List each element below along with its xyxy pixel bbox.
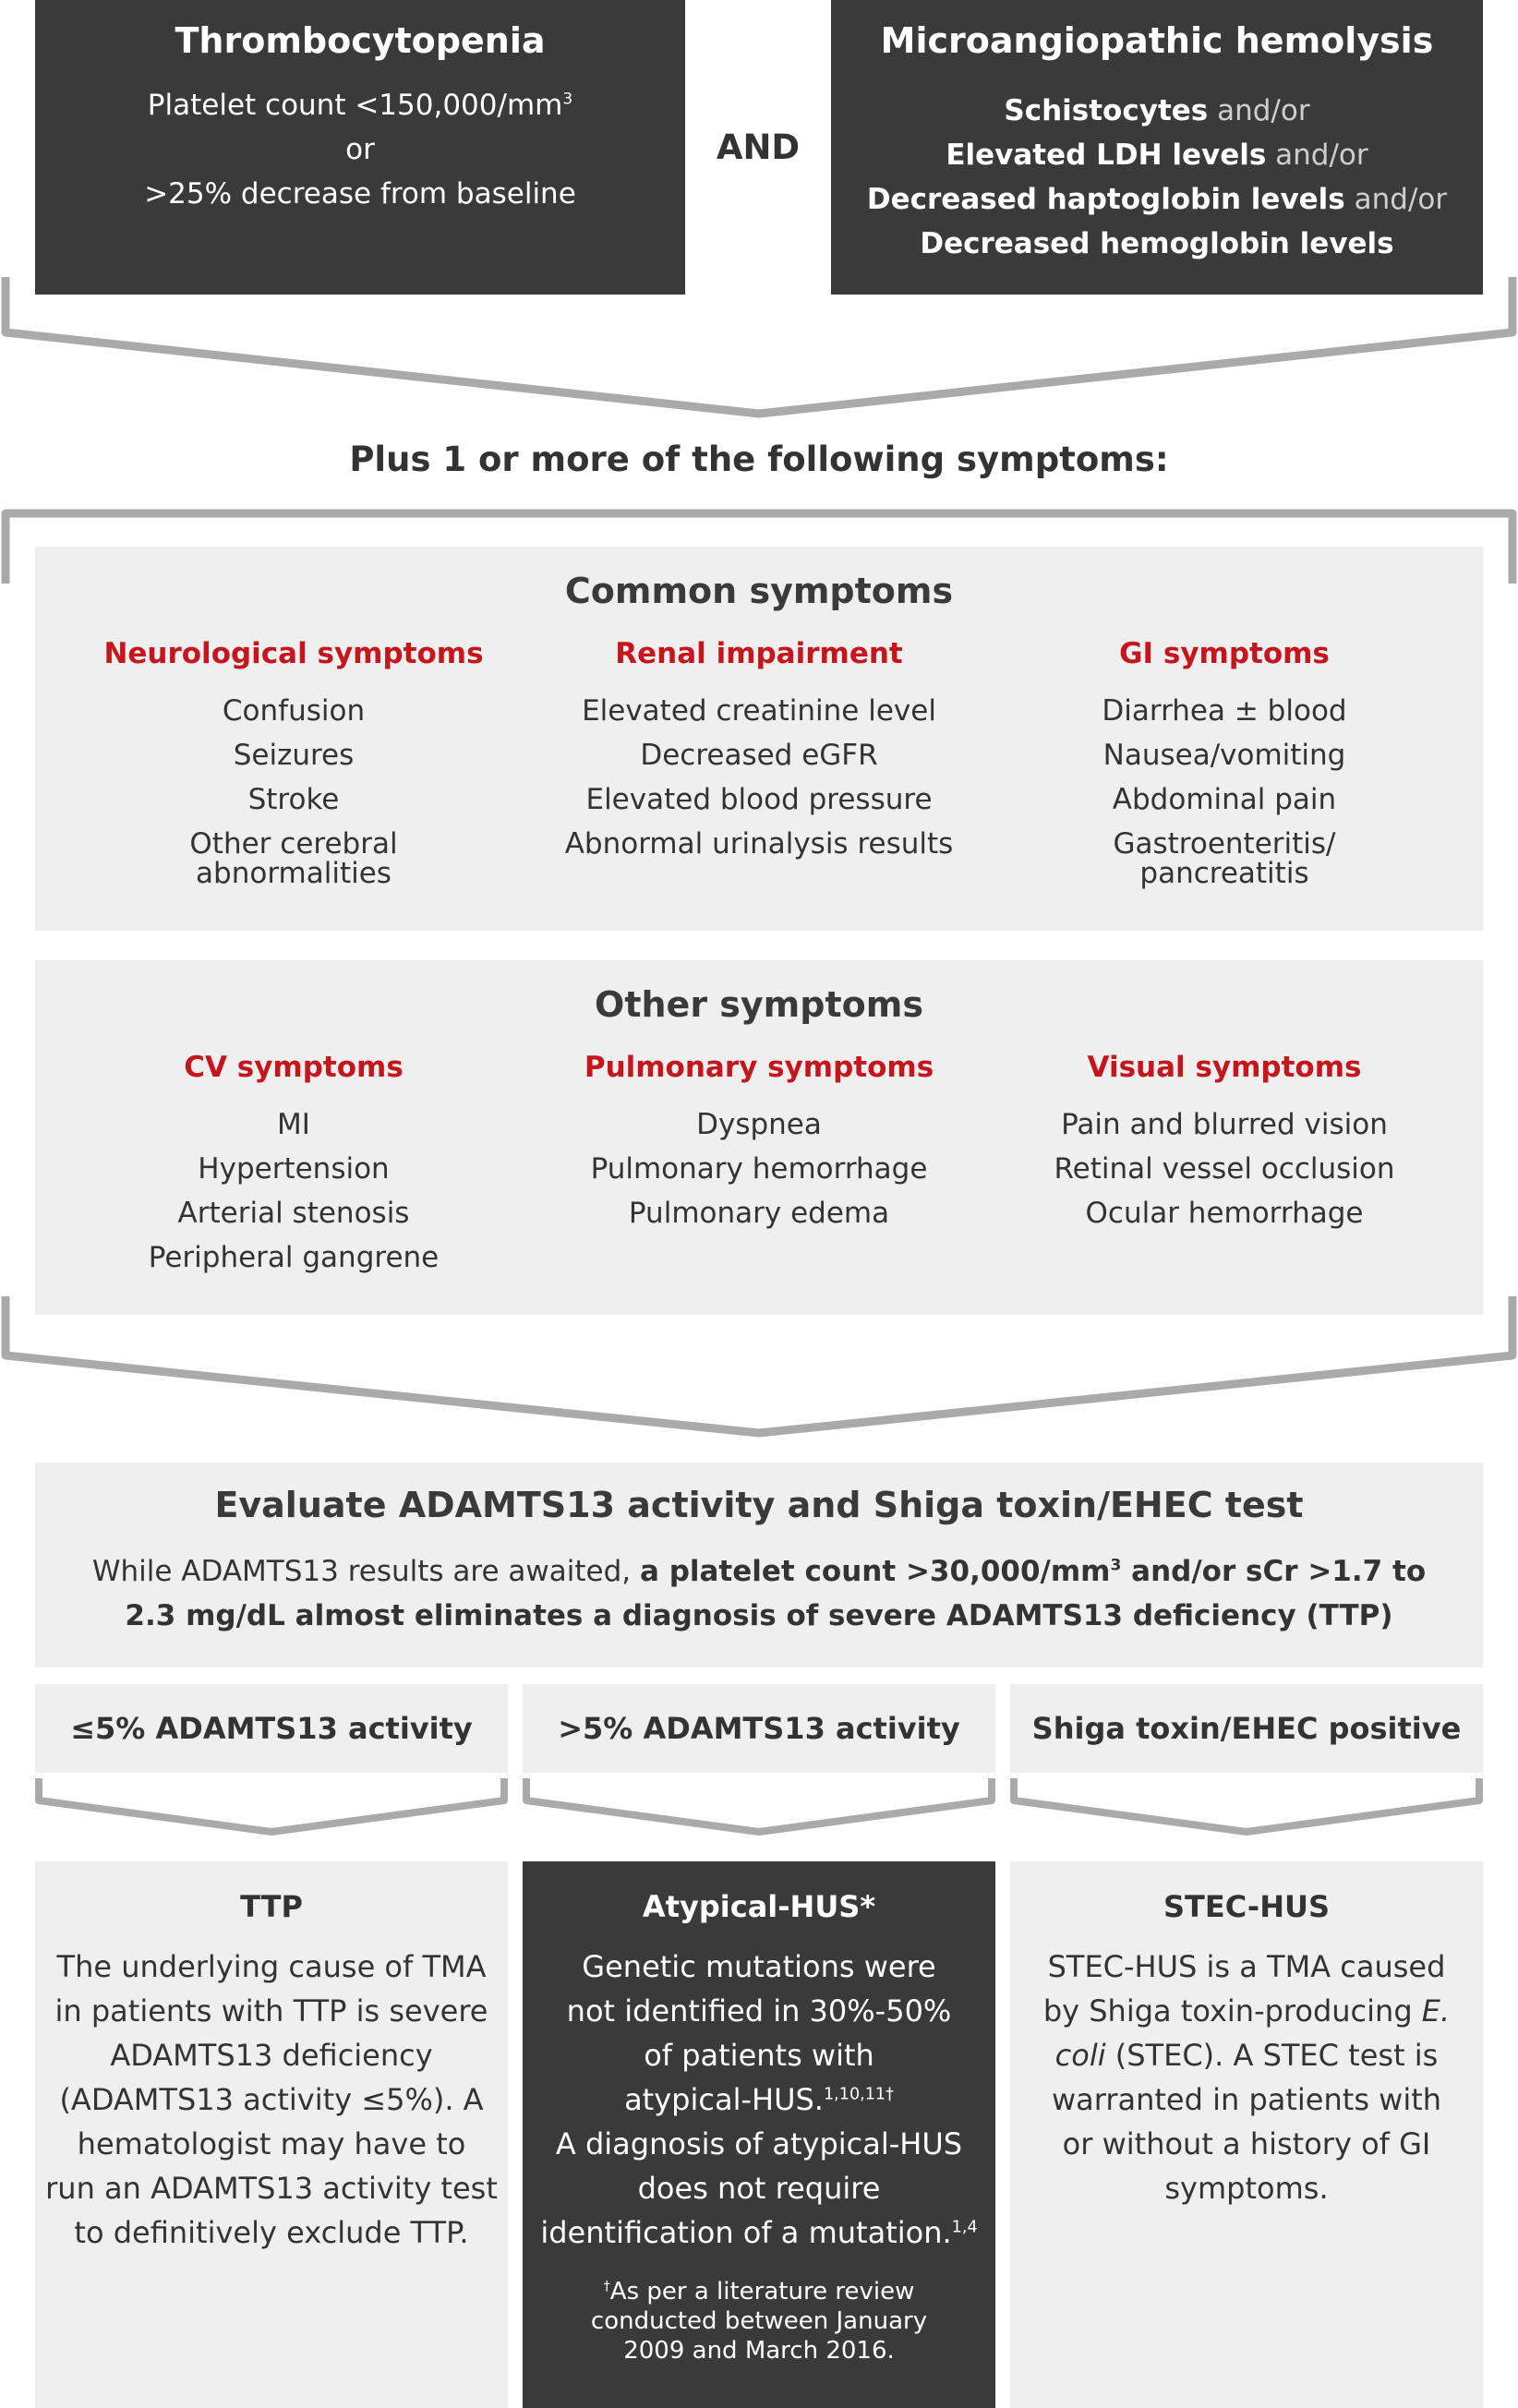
symptoms-open-bracket xyxy=(1,509,1517,584)
result-label-low-activity: ≤5% ADAMTS13 activity xyxy=(35,1684,508,1773)
visual-heading: Visual symptoms xyxy=(1087,1051,1362,1084)
list-item: Decreased eGFR xyxy=(640,739,878,772)
criteria-ldh: Elevated LDH levels and/or xyxy=(946,138,1368,172)
other-symptoms-box: Other symptoms CV symptoms MI Hypertensi… xyxy=(35,960,1483,1315)
result-label-high-activity: >5% ADAMTS13 activity xyxy=(523,1684,995,1773)
list-item: Pain and blurred vision xyxy=(1061,1108,1388,1141)
list-item: Nausea/vomiting xyxy=(1102,739,1346,772)
evaluate-box: Evaluate ADAMTS13 activity and Shiga tox… xyxy=(35,1463,1483,1668)
atypical-hus-outcome-box: Atypical-HUS* Genetic mutations were not… xyxy=(523,1861,995,2408)
atypical-hus-description: Genetic mutations were not identified in… xyxy=(540,1949,978,2250)
hemolysis-criteria: Schistocytes and/or Elevated LDH levels … xyxy=(831,89,1483,266)
list-item: Ocular hemorrhage xyxy=(1085,1197,1364,1230)
plus-symptoms-heading: Plus 1 or more of the following symptoms… xyxy=(349,439,1169,479)
list-item: Hypertension xyxy=(198,1152,390,1186)
ttp-title: TTP xyxy=(240,1889,303,1924)
list-item: Gastroenteritis/ xyxy=(1113,827,1336,861)
result-brackets xyxy=(35,1778,1483,1836)
criteria-schistocytes: Schistocytes and/or xyxy=(1004,94,1310,127)
list-item: Elevated creatinine level xyxy=(582,694,936,728)
stec-hus-outcome-box: STEC-HUS STEC-HUS is a TMA caused by Shi… xyxy=(1010,1861,1483,2408)
list-item: Peripheral gangrene xyxy=(148,1241,440,1274)
criteria-hemoglobin: Decreased hemoglobin levels xyxy=(920,227,1394,260)
pulmonary-heading: Pulmonary symptoms xyxy=(584,1051,934,1084)
stec-hus-title: STEC-HUS xyxy=(1163,1889,1331,1924)
list-item: Elevated blood pressure xyxy=(585,783,933,816)
stec-hus-description: STEC-HUS is a TMA caused by Shiga toxin-… xyxy=(1042,1949,1451,2206)
ttp-description: The underlying cause of TMA in patients … xyxy=(45,1949,498,2250)
other-symptoms-title: Other symptoms xyxy=(595,984,923,1025)
atypical-hus-title: Atypical-HUS* xyxy=(642,1889,876,1924)
gi-column: GI symptoms Diarrhea ± blood Nausea/vomi… xyxy=(966,632,1483,888)
renal-heading: Renal impairment xyxy=(615,637,903,670)
common-symptoms-title: Common symptoms xyxy=(564,571,954,611)
decrease-line: >25% decrease from baseline xyxy=(144,177,576,211)
list-item: MI xyxy=(277,1108,310,1141)
thrombocytopenia-box: Thrombocytopenia Platelet count <150,000… xyxy=(35,0,685,295)
microangiopathic-title: Microangiopathic hemolysis xyxy=(880,20,1434,61)
common-symptoms-box: Common symptoms Neurological symptoms Co… xyxy=(35,547,1483,931)
neurological-column: Neurological symptoms Confusion Seizures… xyxy=(35,632,552,888)
cv-heading: CV symptoms xyxy=(184,1051,404,1084)
list-item: abnormalities xyxy=(196,857,392,890)
list-item: Arterial stenosis xyxy=(177,1197,410,1230)
list-item: Diarrhea ± blood xyxy=(1102,694,1347,728)
neurological-heading: Neurological symptoms xyxy=(103,637,484,670)
and-label: AND xyxy=(716,127,801,167)
list-item: Pulmonary hemorrhage xyxy=(590,1152,928,1186)
list-item: pancreatitis xyxy=(1139,857,1309,890)
list-item: Other cerebral xyxy=(189,827,398,861)
result-label-shiga-positive: Shiga toxin/EHEC positive xyxy=(1010,1684,1483,1773)
list-item: Seizures xyxy=(233,739,355,772)
gi-heading: GI symptoms xyxy=(1119,637,1330,670)
ttp-outcome-box: TTP The underlying cause of TMA in patie… xyxy=(35,1861,508,2408)
thrombocytopenia-title: Thrombocytopenia xyxy=(175,20,546,61)
or-text: or xyxy=(345,133,375,166)
list-item: Dyspnea xyxy=(696,1108,822,1141)
merge-bracket-symptoms xyxy=(1,1296,1517,1438)
list-item: Stroke xyxy=(247,783,340,816)
platelet-count-line: Platelet count <150,000/mm3 xyxy=(147,89,573,122)
pulmonary-column: Pulmonary symptoms Dyspnea Pulmonary hem… xyxy=(500,1045,1018,1235)
evaluate-note: While ADAMTS13 results are awaited, a pl… xyxy=(91,1555,1427,1632)
merge-bracket-top xyxy=(1,277,1517,418)
atypical-hus-footnote: †As per a literature review conducted be… xyxy=(590,2278,928,2365)
evaluate-title: Evaluate ADAMTS13 activity and Shiga tox… xyxy=(214,1485,1304,1525)
criteria-haptoglobin: Decreased haptoglobin levels and/or xyxy=(866,183,1448,216)
list-item: Abnormal urinalysis results xyxy=(564,827,954,861)
visual-column: Visual symptoms Pain and blurred vision … xyxy=(966,1045,1483,1235)
cv-column: CV symptoms MI Hypertension Arterial ste… xyxy=(35,1045,552,1280)
microangiopathic-box: Microangiopathic hemolysis Schistocytes … xyxy=(831,0,1483,295)
renal-column: Renal impairment Elevated creatinine lev… xyxy=(500,632,1018,866)
list-item: Pulmonary edema xyxy=(628,1197,890,1230)
list-item: Retinal vessel occlusion xyxy=(1054,1152,1395,1186)
list-item: Abdominal pain xyxy=(1112,783,1337,816)
list-item: Confusion xyxy=(222,694,366,728)
